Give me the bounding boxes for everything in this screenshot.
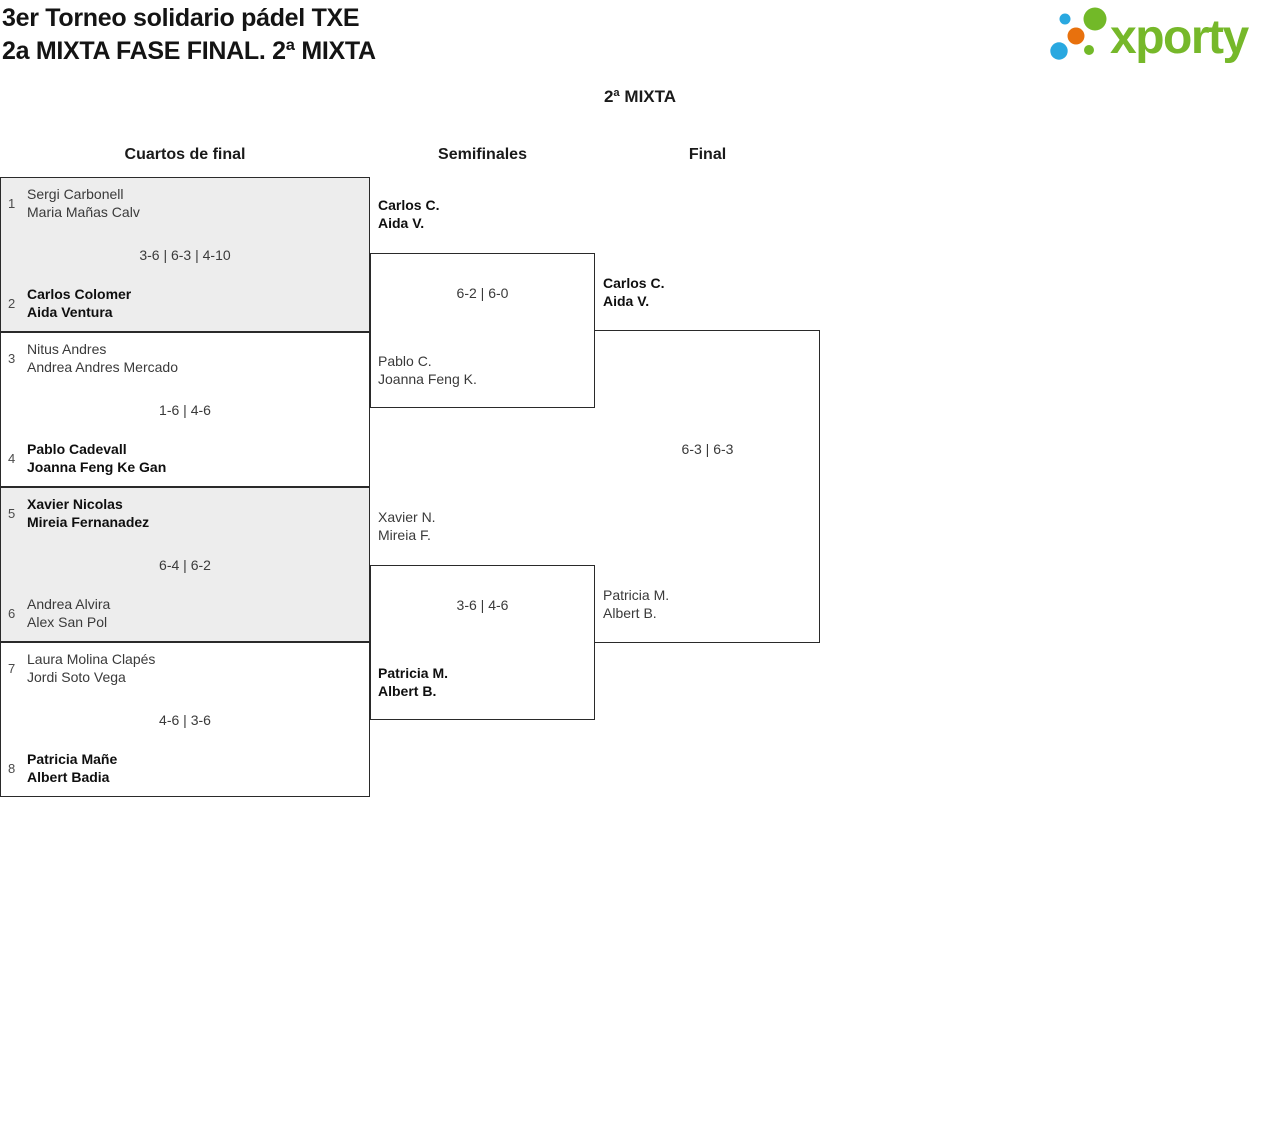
round-header-final: Final bbox=[688, 146, 727, 163]
sf-match-1 bbox=[370, 253, 595, 408]
player-name: Xavier N. bbox=[378, 509, 436, 525]
team-entry: Pablo C. Joanna Feng K. bbox=[378, 352, 477, 388]
player-name: Pablo Cadevall bbox=[27, 441, 127, 457]
xporty-logo[interactable]: xporty bbox=[1046, 4, 1278, 74]
tournament-title: 3er Torneo solidario pádel TXE bbox=[2, 4, 360, 32]
player-name: Albert Badia bbox=[27, 769, 110, 785]
player-name: Carlos C. bbox=[378, 197, 440, 213]
player-name: Joanna Feng Ke Gan bbox=[27, 459, 167, 475]
team-entry: Patricia M. Albert B. bbox=[603, 586, 669, 622]
sf-match-2 bbox=[370, 565, 595, 720]
player-name: Mireia F. bbox=[378, 527, 431, 543]
team-names: Nitus Andres Andrea Andres Mercado bbox=[27, 340, 178, 376]
seed-number: 3 bbox=[8, 350, 16, 366]
team-entry: Xavier N. Mireia F. bbox=[378, 508, 436, 544]
player-name: Aida Ventura bbox=[27, 304, 113, 320]
qf-match-3: 5 Xavier Nicolas Mireia Fernanadez 6-4 |… bbox=[0, 487, 370, 642]
player-name: Sergi Carbonell bbox=[27, 186, 124, 202]
player-name: Alex San Pol bbox=[27, 614, 108, 630]
player-name: Carlos C. bbox=[603, 275, 665, 291]
match-score: 6-3 | 6-3 bbox=[681, 441, 734, 457]
final-match bbox=[595, 330, 820, 643]
round-header-quarterfinals: Cuartos de final bbox=[124, 146, 246, 163]
match-score: 6-4 | 6-2 bbox=[159, 557, 211, 573]
player-name: Patricia M. bbox=[603, 587, 670, 603]
qf-match-2: 3 Nitus Andres Andrea Andres Mercado 1-6… bbox=[0, 332, 370, 487]
xporty-logo-dots-icon bbox=[1050, 7, 1107, 60]
team-names: Sergi Carbonell Maria Mañas Calv bbox=[27, 185, 140, 221]
team-names: Carlos Colomer Aida Ventura bbox=[27, 285, 131, 321]
match-score: 4-6 | 3-6 bbox=[159, 712, 211, 728]
player-name: Andrea Andres Mercado bbox=[27, 359, 178, 375]
team-names: Pablo Cadevall Joanna Feng Ke Gan bbox=[27, 440, 166, 476]
seed-number: 5 bbox=[8, 505, 16, 521]
team-entry: Patricia M. Albert B. bbox=[378, 664, 448, 700]
team-entry: Carlos C. Aida V. bbox=[378, 196, 439, 232]
team-names: Laura Molina Clapés Jordi Soto Vega bbox=[27, 650, 155, 686]
seed-number: 6 bbox=[8, 605, 16, 621]
match-score: 6-2 | 6-0 bbox=[456, 285, 509, 301]
player-name: Patricia M. bbox=[378, 665, 449, 681]
qf-match-4: 7 Laura Molina Clapés Jordi Soto Vega 4-… bbox=[0, 642, 370, 797]
seed-number: 8 bbox=[8, 760, 16, 776]
team-entry: 3 Nitus Andres Andrea Andres Mercado bbox=[8, 340, 178, 376]
team-entry: 1 Sergi Carbonell Maria Mañas Calv bbox=[8, 185, 140, 221]
team-entry: 7 Laura Molina Clapés Jordi Soto Vega bbox=[8, 650, 155, 686]
tournament-subtitle: 2a MIXTA FASE FINAL. 2ª MIXTA bbox=[2, 37, 376, 65]
seed-number: 2 bbox=[8, 295, 16, 311]
player-name: Maria Mañas Calv bbox=[27, 204, 140, 220]
player-name: Carlos Colomer bbox=[27, 286, 132, 302]
team-entry: 4 Pablo Cadevall Joanna Feng Ke Gan bbox=[8, 440, 166, 476]
qf-match-1: 1 Sergi Carbonell Maria Mañas Calv 3-6 |… bbox=[0, 177, 370, 332]
xporty-wordmark: xporty bbox=[1110, 11, 1249, 64]
player-name: Nitus Andres bbox=[27, 341, 107, 357]
player-name: Aida V. bbox=[603, 293, 650, 309]
team-entry: 8 Patricia Mañe Albert Badia bbox=[8, 750, 117, 786]
seed-number: 1 bbox=[8, 195, 16, 211]
player-name: Aida V. bbox=[378, 215, 425, 231]
player-name: Andrea Alvira bbox=[27, 596, 111, 612]
player-name: Mireia Fernanadez bbox=[27, 514, 150, 530]
team-entry: 5 Xavier Nicolas Mireia Fernanadez bbox=[8, 495, 149, 531]
seed-number: 7 bbox=[8, 660, 16, 676]
match-score: 3-6 | 4-6 bbox=[456, 597, 509, 613]
player-name: Albert B. bbox=[378, 683, 437, 699]
team-entry: 2 Carlos Colomer Aida Ventura bbox=[8, 285, 131, 321]
team-names: Patricia Mañe Albert Badia bbox=[27, 750, 117, 786]
seed-number: 4 bbox=[8, 450, 16, 466]
team-entry: 6 Andrea Alvira Alex San Pol bbox=[8, 595, 110, 631]
match-score: 1-6 | 4-6 bbox=[159, 402, 211, 418]
player-name: Jordi Soto Vega bbox=[27, 669, 126, 685]
team-entry: Carlos C. Aida V. bbox=[603, 274, 664, 310]
header: 3er Torneo solidario pádel TXE 2a MIXTA … bbox=[2, 2, 376, 68]
player-name: Patricia Mañe bbox=[27, 751, 118, 767]
team-names: Xavier Nicolas Mireia Fernanadez bbox=[27, 495, 149, 531]
round-header-semifinals: Semifinales bbox=[438, 146, 527, 163]
player-name: Laura Molina Clapés bbox=[27, 651, 156, 667]
team-names: Andrea Alvira Alex San Pol bbox=[27, 595, 110, 631]
player-name: Joanna Feng K. bbox=[378, 371, 477, 387]
match-score: 3-6 | 6-3 | 4-10 bbox=[139, 247, 231, 263]
player-name: Albert B. bbox=[603, 605, 657, 621]
player-name: Xavier Nicolas bbox=[27, 496, 123, 512]
player-name: Pablo C. bbox=[378, 353, 432, 369]
category-title: 2ª MIXTA bbox=[603, 87, 677, 106]
